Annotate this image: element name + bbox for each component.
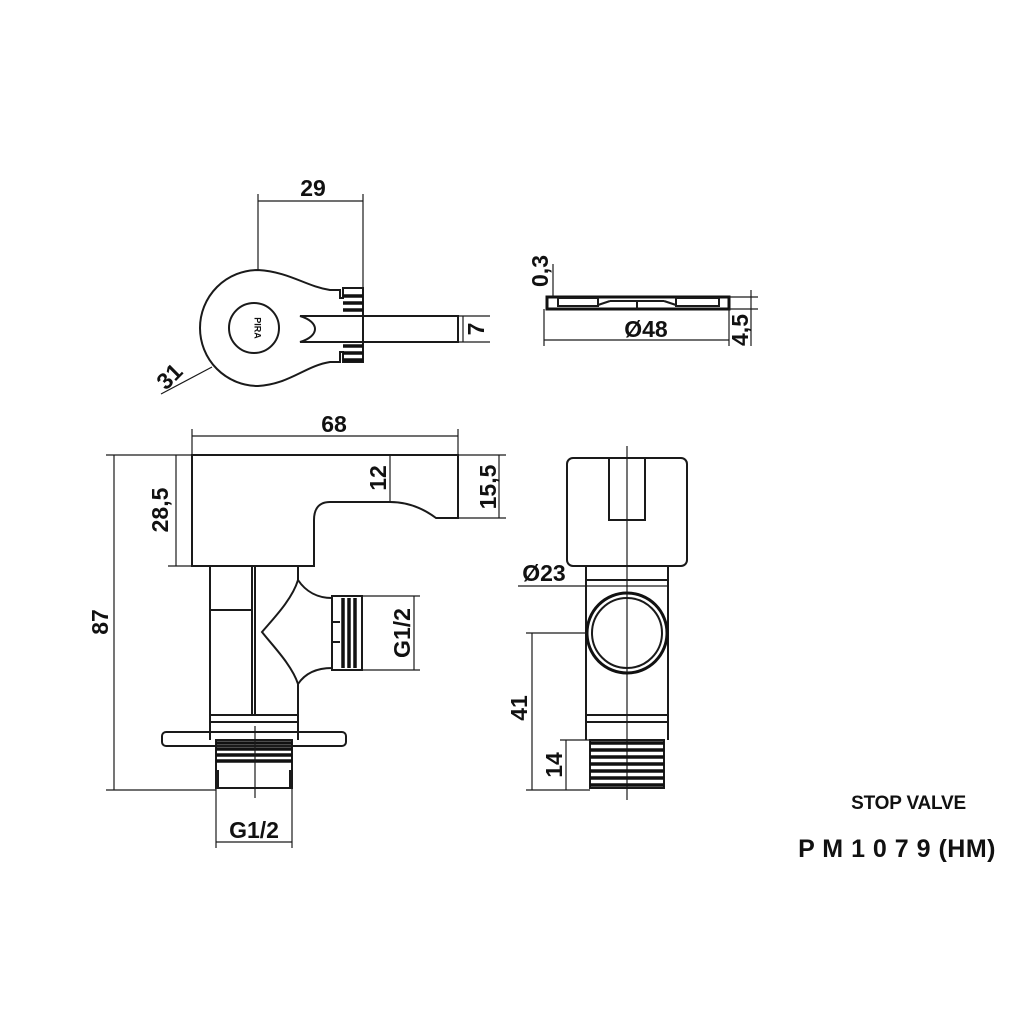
dim-0-3: 0,3: [527, 255, 553, 287]
dim-7: 7: [463, 323, 489, 336]
front-flange: [161, 731, 347, 747]
handle-outline: [199, 268, 364, 388]
dim-dia-23: Ø23: [522, 560, 565, 586]
dim-87: 87: [87, 609, 113, 635]
dim-15-5: 15,5: [475, 464, 501, 509]
dim-31: 31: [151, 358, 188, 395]
side-thread: [341, 598, 357, 668]
bottom-thread: [215, 739, 293, 789]
dim-g12-bottom: G1/2: [229, 817, 279, 843]
top-thread: [343, 294, 363, 362]
dim-g12-side: G1/2: [389, 608, 415, 658]
lever-bar: [299, 315, 459, 343]
lever-head: [191, 454, 459, 567]
dim-29: 29: [300, 175, 326, 201]
model-code: P M 1 0 7 9 (HM): [798, 835, 996, 863]
dim-dia-48: Ø48: [624, 316, 668, 342]
dim-14: 14: [541, 752, 567, 778]
side-outlet: [331, 595, 363, 671]
dim-41: 41: [506, 695, 532, 721]
dim-68: 68: [321, 411, 347, 437]
product-name: STOP VALVE: [851, 793, 966, 814]
valve-body: [209, 566, 333, 716]
side-view: Ø23 41 14: [506, 446, 688, 800]
dim-28-5: 28,5: [147, 487, 173, 532]
brand-logo: PIRA: [253, 317, 263, 339]
handle-hub: [228, 302, 280, 354]
flange-view: 0,3 Ø48 4,5: [527, 255, 758, 346]
front-view: 68 12 15,5 28,5 87 G1/2 G1/2: [87, 411, 506, 848]
top-view: PIRA 29 7 31: [151, 175, 490, 395]
dim-4-5: 4,5: [727, 314, 753, 346]
side-body: [585, 566, 669, 716]
dim-12: 12: [365, 465, 391, 491]
